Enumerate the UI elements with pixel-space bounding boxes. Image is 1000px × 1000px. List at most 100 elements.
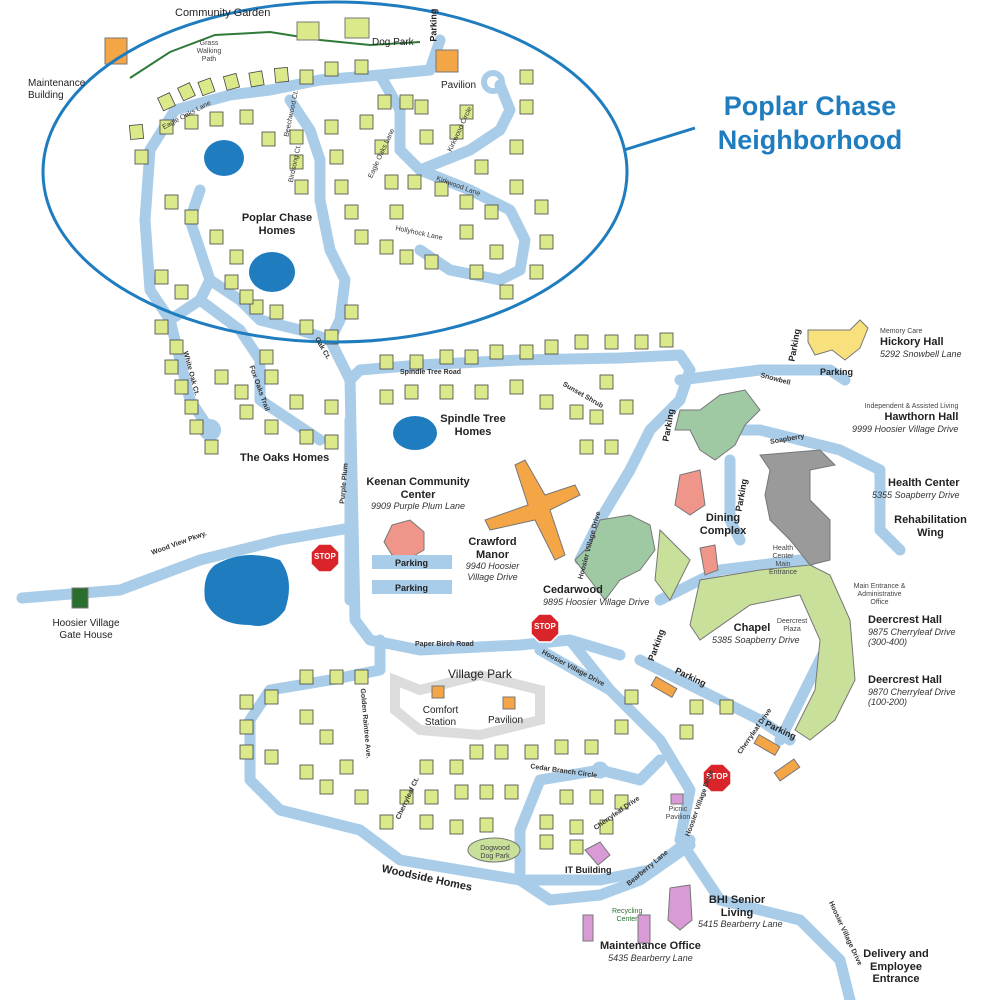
hawthorn-hall-name: Hawthorn Hall (884, 411, 959, 424)
house (439, 384, 454, 400)
house (464, 349, 479, 365)
street-label: Spindle Tree Road (400, 369, 462, 376)
stop-sign: STOP (702, 763, 732, 793)
keenan-label: Keenan Community Center 9909 Purple Plum… (362, 476, 474, 512)
house (409, 354, 424, 370)
house (177, 82, 196, 102)
house (174, 284, 189, 300)
recycling-center-label: Recycling Center (612, 908, 643, 924)
house (379, 389, 394, 405)
grass-walking-path-line (129, 30, 421, 79)
hawthorn-hall-tag: Independent & Assisted Living (864, 403, 959, 410)
house (184, 209, 199, 225)
house (584, 739, 599, 755)
maintenance-office-label: Maintenance Office 5435 Bearberry Lane (600, 940, 701, 963)
house (469, 744, 484, 760)
house (454, 784, 469, 800)
house (359, 114, 374, 130)
house (289, 394, 304, 410)
house (509, 139, 524, 155)
maintenance-office-name: Maintenance Office (600, 940, 701, 952)
house (329, 149, 344, 165)
house (399, 94, 414, 110)
crawford-name: Crawford Manor (468, 536, 517, 561)
house (344, 204, 359, 220)
house (379, 814, 394, 830)
house (239, 744, 254, 760)
house (679, 724, 694, 740)
callout-leader-line (623, 126, 696, 152)
house (248, 70, 265, 88)
cedarwood-name: Cedarwood (543, 584, 603, 596)
house (384, 174, 399, 190)
house (209, 229, 224, 245)
house (299, 319, 314, 335)
house (197, 77, 216, 97)
house (619, 399, 634, 415)
house (689, 699, 704, 715)
house (574, 334, 589, 350)
house (264, 419, 279, 435)
house (439, 349, 454, 365)
house (259, 349, 274, 365)
house (474, 159, 489, 175)
house (299, 709, 314, 725)
grass-walking-path-label: Grass Walking Path (196, 40, 222, 64)
house (224, 274, 239, 290)
house (324, 119, 339, 135)
house (519, 344, 534, 360)
house (459, 104, 474, 120)
house (264, 689, 279, 705)
house (459, 224, 474, 240)
crawford-address: 9940 Hoosier Village Drive (465, 561, 520, 582)
house (229, 249, 244, 265)
house (354, 789, 369, 805)
keenan-name: Keenan Community Center (366, 476, 470, 501)
deercrest-hall-1-label: Deercrest Hall 9875 Cherryleaf Drive (30… (868, 614, 956, 647)
house (319, 729, 334, 745)
house (449, 819, 464, 835)
rehabilitation-wing-label: Rehabilitation Wing (894, 514, 967, 539)
house (489, 244, 504, 260)
house (614, 719, 629, 735)
house (377, 94, 392, 110)
house (529, 264, 544, 280)
house (419, 759, 434, 775)
house (569, 404, 584, 420)
house (474, 384, 489, 400)
house (479, 817, 494, 833)
callout-line-2: Neighborhood (717, 124, 903, 155)
house (154, 269, 169, 285)
picnic-pavilion-label: Picnic Pavilion (665, 806, 691, 822)
poplar-chase-callout: Poplar Chase Neighborhood (700, 90, 920, 158)
maintenance-building-label: Maintenance Building (28, 78, 86, 101)
keenan-address: 9909 Purple Plum Lane (370, 501, 466, 512)
house (419, 129, 434, 145)
house (434, 181, 449, 197)
house (164, 194, 179, 210)
house (404, 384, 419, 400)
house (289, 129, 304, 145)
house (414, 99, 429, 115)
poplar-chase-outline (41, 0, 629, 344)
bhi-label: BHI Senior Living 5415 Bearberry Lane (698, 894, 783, 930)
street-label: Paper Birch Road (415, 641, 474, 648)
house (539, 834, 554, 850)
deercrest-hall-1-address: 9875 Cherryleaf Drive (868, 626, 956, 637)
house (134, 149, 149, 165)
house (604, 439, 619, 455)
hickory-hall-address: 5292 Snowbell Lane (880, 348, 962, 359)
hawthorn-hall-address: 9999 Hoosier Village Drive (852, 423, 959, 434)
house (214, 369, 229, 385)
house (589, 789, 604, 805)
house (234, 384, 249, 400)
house (424, 789, 439, 805)
house (169, 339, 184, 355)
deercrest-hall-2-units: (100-200) (868, 696, 908, 707)
house (222, 72, 241, 91)
house (329, 669, 344, 685)
house (204, 439, 219, 455)
house (449, 124, 464, 140)
pavilion-park-label: Pavilion (488, 715, 524, 726)
house (339, 759, 354, 775)
